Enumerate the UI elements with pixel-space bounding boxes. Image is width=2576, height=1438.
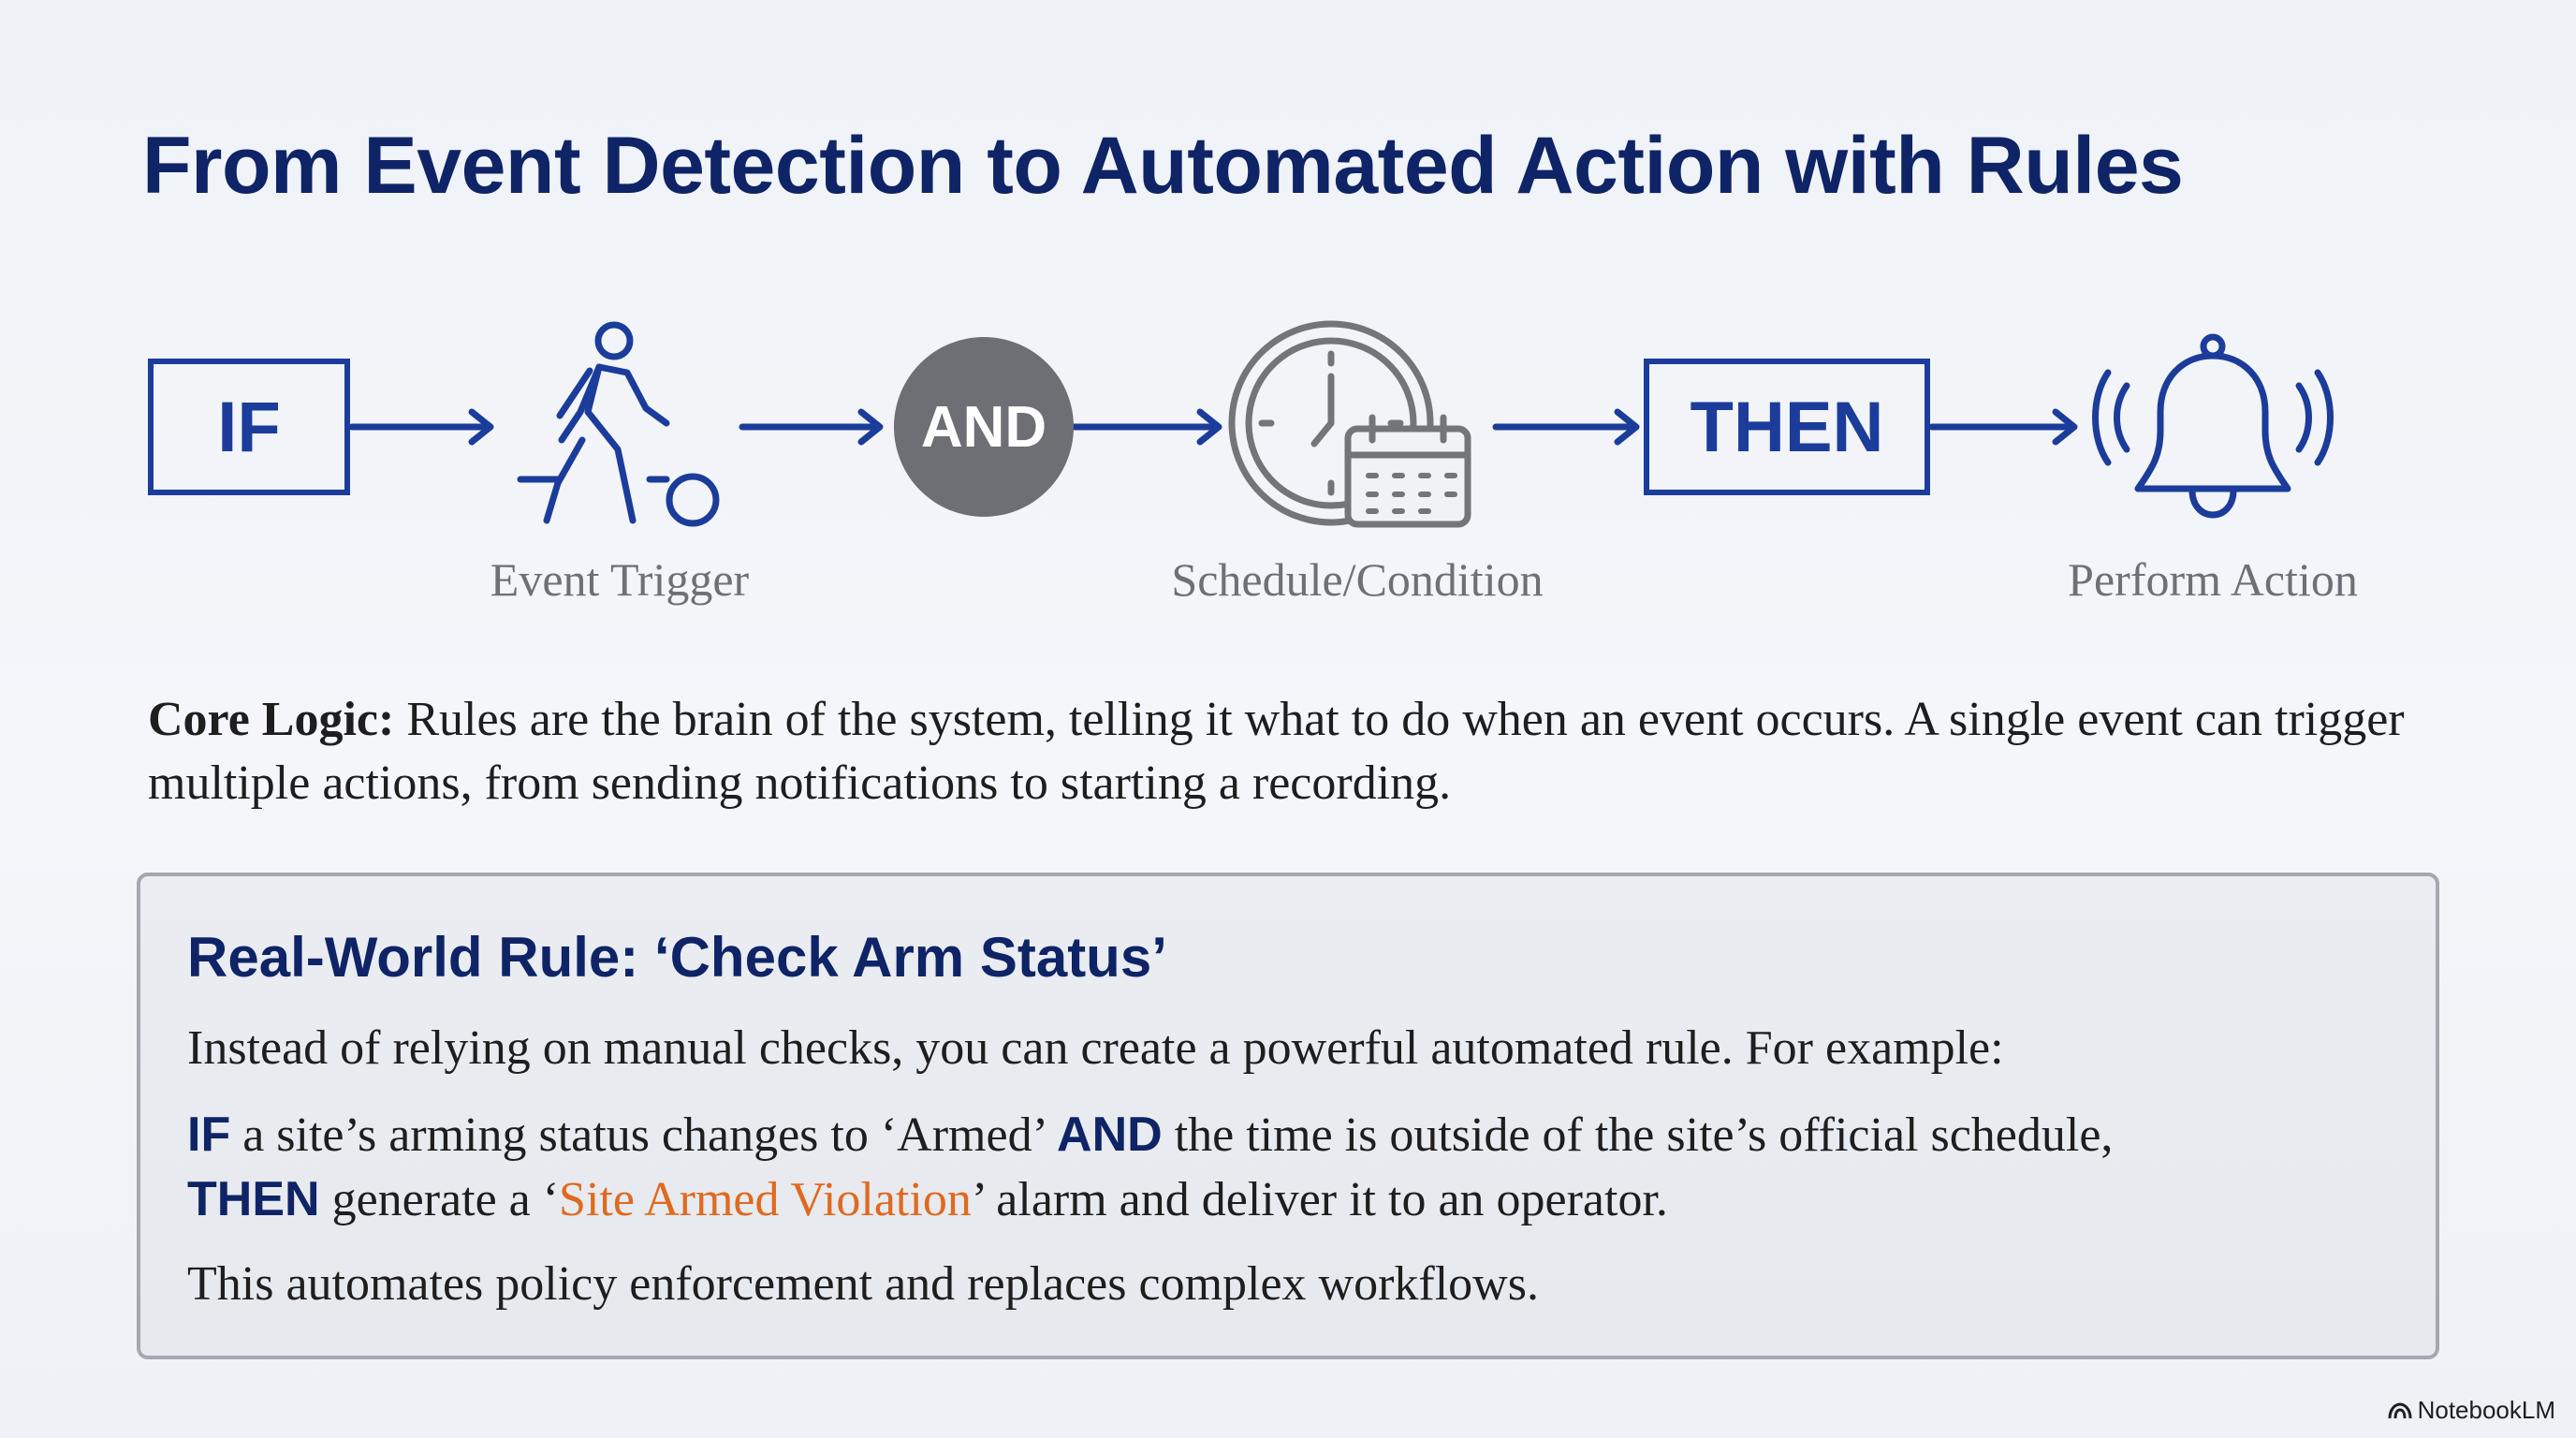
rule-text-part4: ’ alarm and deliver it to an operator. bbox=[971, 1173, 1668, 1226]
schedule-condition-caption: Schedule/Condition bbox=[1171, 553, 1544, 606]
example-rule-title: Real-World Rule: ‘Check Arm Status’ bbox=[187, 926, 1167, 989]
core-logic-label: Core Logic: bbox=[148, 693, 395, 746]
notebooklm-logo-icon bbox=[2388, 1401, 2412, 1418]
rule-text-part3: generate a ‘ bbox=[319, 1173, 560, 1226]
event-trigger-caption: Event Trigger bbox=[490, 553, 750, 606]
arrow-right-icon bbox=[1492, 408, 1640, 446]
walking-person-icon bbox=[517, 321, 720, 527]
example-outro: This automates policy enforcement and re… bbox=[187, 1257, 1539, 1311]
ringing-bell-icon bbox=[2092, 333, 2334, 519]
rule-text-part2: the time is outside of the site’s offici… bbox=[1162, 1108, 2114, 1162]
and-block: AND bbox=[894, 337, 1074, 517]
example-intro: Instead of relying on manual checks, you… bbox=[187, 1021, 2004, 1075]
brand-watermark: NotebookLM bbox=[2388, 1396, 2555, 1425]
example-rule-statement: IF a site’s arming status changes to ‘Ar… bbox=[187, 1103, 2396, 1232]
keyword-then: THEN bbox=[187, 1172, 320, 1226]
arrow-right-icon bbox=[348, 408, 494, 446]
perform-action-caption: Perform Action bbox=[2068, 553, 2358, 606]
then-block: THEN bbox=[1644, 359, 1930, 495]
if-block: IF bbox=[148, 359, 350, 495]
core-logic-text: Rules are the brain of the system, telli… bbox=[148, 693, 2405, 810]
keyword-and: AND bbox=[1057, 1108, 1163, 1162]
keyword-if: IF bbox=[187, 1108, 231, 1162]
alarm-name: Site Armed Violation bbox=[559, 1173, 972, 1226]
example-rule-card: Real-World Rule: ‘Check Arm Status’ Inst… bbox=[137, 873, 2439, 1359]
rule-flow-diagram bbox=[348, 320, 2334, 528]
core-logic-paragraph: Core Logic: Rules are the brain of the s… bbox=[148, 688, 2432, 815]
clock-calendar-icon bbox=[1228, 320, 1471, 528]
arrow-right-icon bbox=[1071, 408, 1222, 446]
rule-text-part1: a site’s arming status changes to ‘Armed… bbox=[230, 1108, 1058, 1162]
arrow-right-icon bbox=[739, 408, 884, 446]
brand-name: NotebookLM bbox=[2417, 1396, 2555, 1424]
page-title: From Event Detection to Automated Action… bbox=[142, 121, 2184, 211]
arrow-right-icon bbox=[1928, 408, 2078, 446]
